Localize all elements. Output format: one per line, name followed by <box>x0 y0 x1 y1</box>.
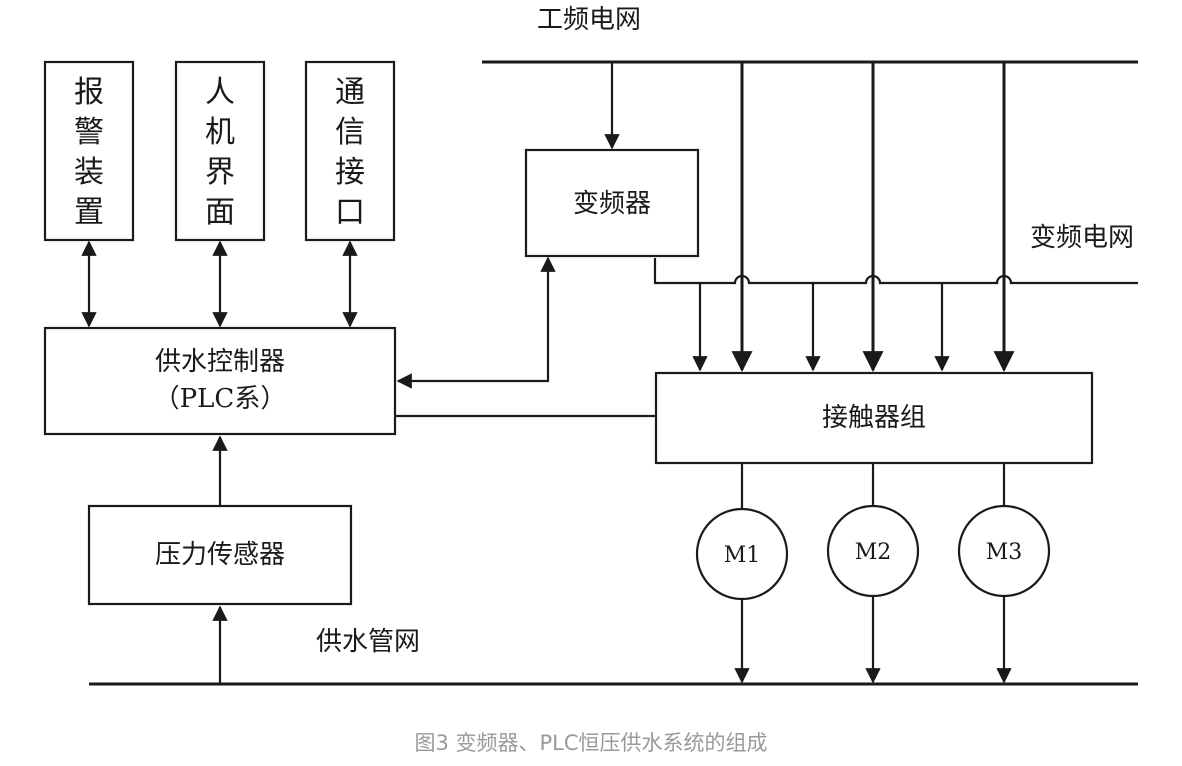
hmi-char-2: 机 <box>205 115 235 150</box>
water-network-label: 供水管网 <box>316 627 420 657</box>
hmi-box <box>174 60 266 242</box>
controller-box <box>43 326 397 436</box>
alarm-device-char-2: 警 <box>74 115 104 150</box>
controller-vfd-link <box>396 256 556 389</box>
alarm-device-char-3: 装 <box>74 155 104 190</box>
figure-caption: 图3 变频器、PLC恒压供水系统的组成 <box>414 731 768 755</box>
comm-interface-char-3: 接 <box>335 155 365 190</box>
controller-label-line1: 供水控制器 <box>155 347 285 377</box>
vfd-label: 变频器 <box>573 189 651 219</box>
hmi-char-4: 面 <box>205 195 235 230</box>
motor-m1-label: M1 <box>724 543 761 568</box>
contactor-group-label: 接触器组 <box>822 403 926 433</box>
plc-water-supply-diagram: 工频电网 变频电网 报 警 装 置 人 机 界 面 通 信 接 口 变频器 供水… <box>43 5 1138 686</box>
vfd-grid-line <box>653 258 1138 285</box>
alarm-device-box <box>43 60 135 242</box>
motor-m2-label: M2 <box>855 540 892 565</box>
power-grid-label: 工频电网 <box>537 5 641 35</box>
comm-interface-char-1: 通 <box>335 75 365 110</box>
controller-label-line2: （PLC系） <box>154 384 287 414</box>
alarm-device-char-4: 置 <box>74 195 104 230</box>
comm-interface-char-4: 口 <box>335 195 365 230</box>
pressure-sensor-label: 压力传感器 <box>155 540 285 570</box>
vfd-grid-label: 变频电网 <box>1030 223 1134 253</box>
comm-interface-char-2: 信 <box>335 115 365 150</box>
comm-interface-box <box>304 60 396 242</box>
pressure-sensor-box <box>87 504 353 606</box>
alarm-device-char-1: 报 <box>74 75 104 110</box>
vfd-box <box>524 148 700 258</box>
hmi-char-3: 界 <box>205 155 235 190</box>
hmi-char-1: 人 <box>205 75 235 110</box>
motor-m3-label: M3 <box>986 540 1023 565</box>
